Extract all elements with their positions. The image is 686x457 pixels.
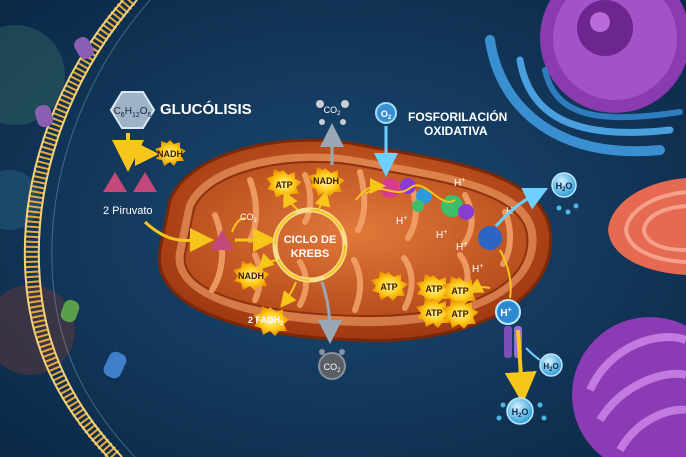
pyruvate-label: 2 Piruvato (103, 205, 153, 217)
synthase-down-arrow (504, 329, 537, 404)
water-label: H2O (512, 407, 529, 419)
co2-molecule-icon (319, 349, 325, 355)
h-plus-label: H+ (396, 215, 407, 227)
oxphos-section: FOSFORILACIÓN OXIDATIVA O2 H+ H+ H+ H+ H… (355, 102, 579, 425)
cell-membrane (23, 0, 151, 457)
krebs-fadh2-label: 2 FADH2 (248, 315, 284, 327)
atp-burst-icon (308, 167, 345, 197)
h-plus-label: H+ (454, 177, 465, 189)
krebs-co2-arrow (231, 217, 247, 233)
water-in-arrow (525, 347, 541, 361)
krebs-nadh-top-arrow (314, 190, 331, 211)
h-plus-label: H+ (472, 263, 483, 275)
water-drop-icon (496, 402, 547, 421)
pyruvate-triangle-icon (103, 172, 127, 192)
atp-burst-icon (371, 271, 479, 329)
glucose-formula: C6H12O6 (114, 106, 152, 119)
pyruvate-triangle-icon (133, 172, 157, 192)
co2-molecule-icon (318, 352, 346, 380)
pyruvate-triangle-icon (210, 230, 234, 250)
water-label: H2O (543, 362, 558, 373)
oxphos-title-1: FOSFORILACIÓN (408, 109, 507, 124)
h-flow-arrow (499, 249, 512, 299)
krebs-title-1: CICLO DE (284, 234, 337, 246)
nucleus-organelle (540, 0, 686, 113)
water-drop-icon (556, 203, 579, 215)
h-plus-label: H+ (456, 241, 467, 253)
golgi-organelle (608, 178, 686, 275)
h-plus-label: H+ (436, 229, 447, 241)
krebs-co2-out-arrow (317, 281, 342, 344)
lysosome-organelle (572, 317, 686, 457)
pyruvate-arrow (143, 220, 214, 253)
glycolysis-nadh-label: NADH (157, 149, 183, 159)
krebs-co2-out-label: CO2 (324, 362, 342, 374)
glycolysis-title: GLUCÓLISIS (160, 100, 252, 118)
krebs-section: CO2 CICLO DE KREBS ATP NADH CO2 NADH (210, 100, 349, 380)
oxphos-atp-label: ATP (425, 308, 442, 318)
blurred-organelle (0, 25, 65, 125)
oxphos-atp-label: ATP (451, 309, 468, 319)
co2-molecule-icon (316, 100, 349, 125)
glucose-hexagon-icon (109, 91, 156, 129)
synthase-to-atp-arrow (466, 278, 491, 293)
oxphos-atp-label: ATP (425, 284, 442, 294)
co2-molecule-icon (339, 349, 345, 355)
krebs-co2-top-label: CO2 (324, 105, 342, 117)
krebs-cycle-arrows (274, 209, 346, 281)
atp-burst-icon (155, 140, 186, 166)
water-molecule-icon (506, 397, 534, 425)
krebs-atp-arrow (283, 190, 299, 211)
oxphos-atp-label: ATP (451, 286, 468, 296)
water-out-arrow (494, 187, 549, 228)
atp-synthase-stalk (504, 326, 512, 358)
water-molecule-icon (551, 172, 577, 198)
atp-burst-icon (253, 306, 290, 336)
krebs-fadh2-arrow (280, 281, 297, 308)
h-plus-synthase-label: H+ (500, 307, 511, 319)
membrane-protein-icon (34, 37, 127, 379)
o2-molecule-icon (375, 102, 397, 124)
atp-synthase-head (495, 299, 521, 325)
krebs-nadh-top-label: NADH (313, 176, 339, 186)
glycolysis-section: C6H12O6 GLUCÓLISIS NADH 2 Piruvato (103, 91, 252, 253)
krebs-to-etc-arrow (355, 178, 386, 201)
oxphos-title-2: OXIDATIVA (424, 124, 488, 138)
o2-label: O2 (381, 109, 392, 121)
water-molecule-icon (539, 353, 563, 377)
oxphos-atp-label: ATP (380, 282, 397, 292)
krebs-nadh-left-label: NADH (238, 271, 264, 281)
krebs-title-2: KREBS (291, 248, 330, 260)
krebs-co2-label: CO2 (240, 212, 258, 224)
blurred-organelle (0, 170, 40, 230)
water-label: H2O (556, 181, 573, 193)
krebs-atp-label: ATP (275, 180, 292, 190)
glycolysis-arrow-nadh (126, 141, 159, 166)
krebs-nadh-left-arrow (257, 253, 277, 271)
endoplasmic-reticulum (485, 35, 683, 157)
